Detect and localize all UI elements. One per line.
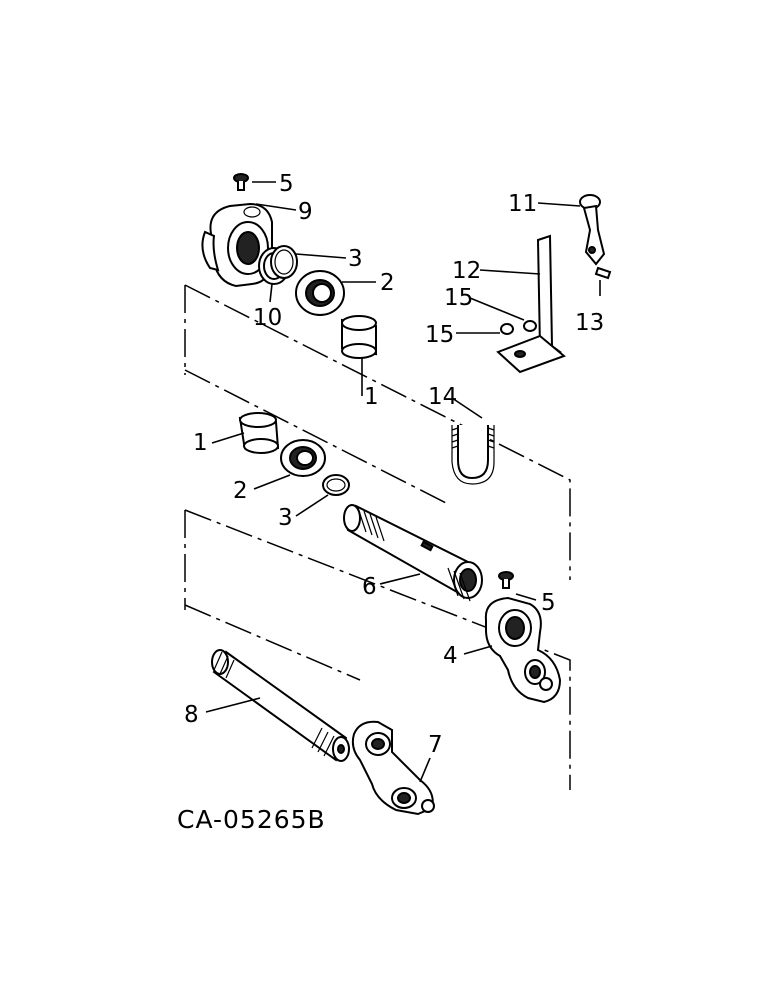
callout-11: 11 — [508, 191, 537, 217]
callout-6: 6 — [362, 574, 377, 600]
seal-mid — [280, 439, 326, 477]
callout-3-mid: 3 — [278, 505, 293, 531]
callout-4: 4 — [443, 643, 458, 669]
callout-7: 7 — [428, 732, 443, 758]
callout-15-a: 15 — [444, 285, 473, 311]
callout-5-top: 5 — [279, 171, 294, 197]
seal-top — [295, 270, 345, 316]
splined-shaft — [343, 504, 483, 602]
catalog-number: CA-05265B — [177, 805, 326, 834]
arm-4 — [484, 596, 562, 704]
callout-2-top: 2 — [380, 270, 395, 296]
u-bolt — [451, 425, 495, 485]
callout-10: 10 — [253, 305, 282, 331]
screw-mid — [498, 571, 514, 589]
callout-12: 12 — [452, 258, 481, 284]
boundary-lines — [184, 284, 571, 790]
callout-15-b: 15 — [425, 322, 454, 348]
bushing-top — [341, 315, 377, 359]
callout-14: 14 — [428, 384, 457, 410]
callout-8: 8 — [184, 702, 199, 728]
ring-mid — [322, 474, 350, 496]
callout-1-mid: 1 — [193, 430, 208, 456]
callout-1-top: 1 — [364, 384, 379, 410]
arm-housing — [201, 202, 273, 288]
callout-13: 13 — [575, 310, 604, 336]
bushing-mid — [238, 412, 280, 454]
leader-lines — [205, 181, 601, 783]
arm-7 — [351, 720, 435, 816]
callouts: 5 9 3 2 10 1 11 12 15 15 13 14 1 2 3 6 5… — [184, 171, 604, 758]
callout-5-mid: 5 — [541, 590, 556, 616]
shaft-8 — [211, 649, 350, 762]
rings-top — [258, 245, 298, 285]
callout-9: 9 — [298, 199, 313, 225]
callout-2-mid: 2 — [233, 478, 248, 504]
screw-top — [233, 173, 249, 191]
lever-assembly — [496, 194, 612, 374]
callout-3-top: 3 — [348, 246, 363, 272]
